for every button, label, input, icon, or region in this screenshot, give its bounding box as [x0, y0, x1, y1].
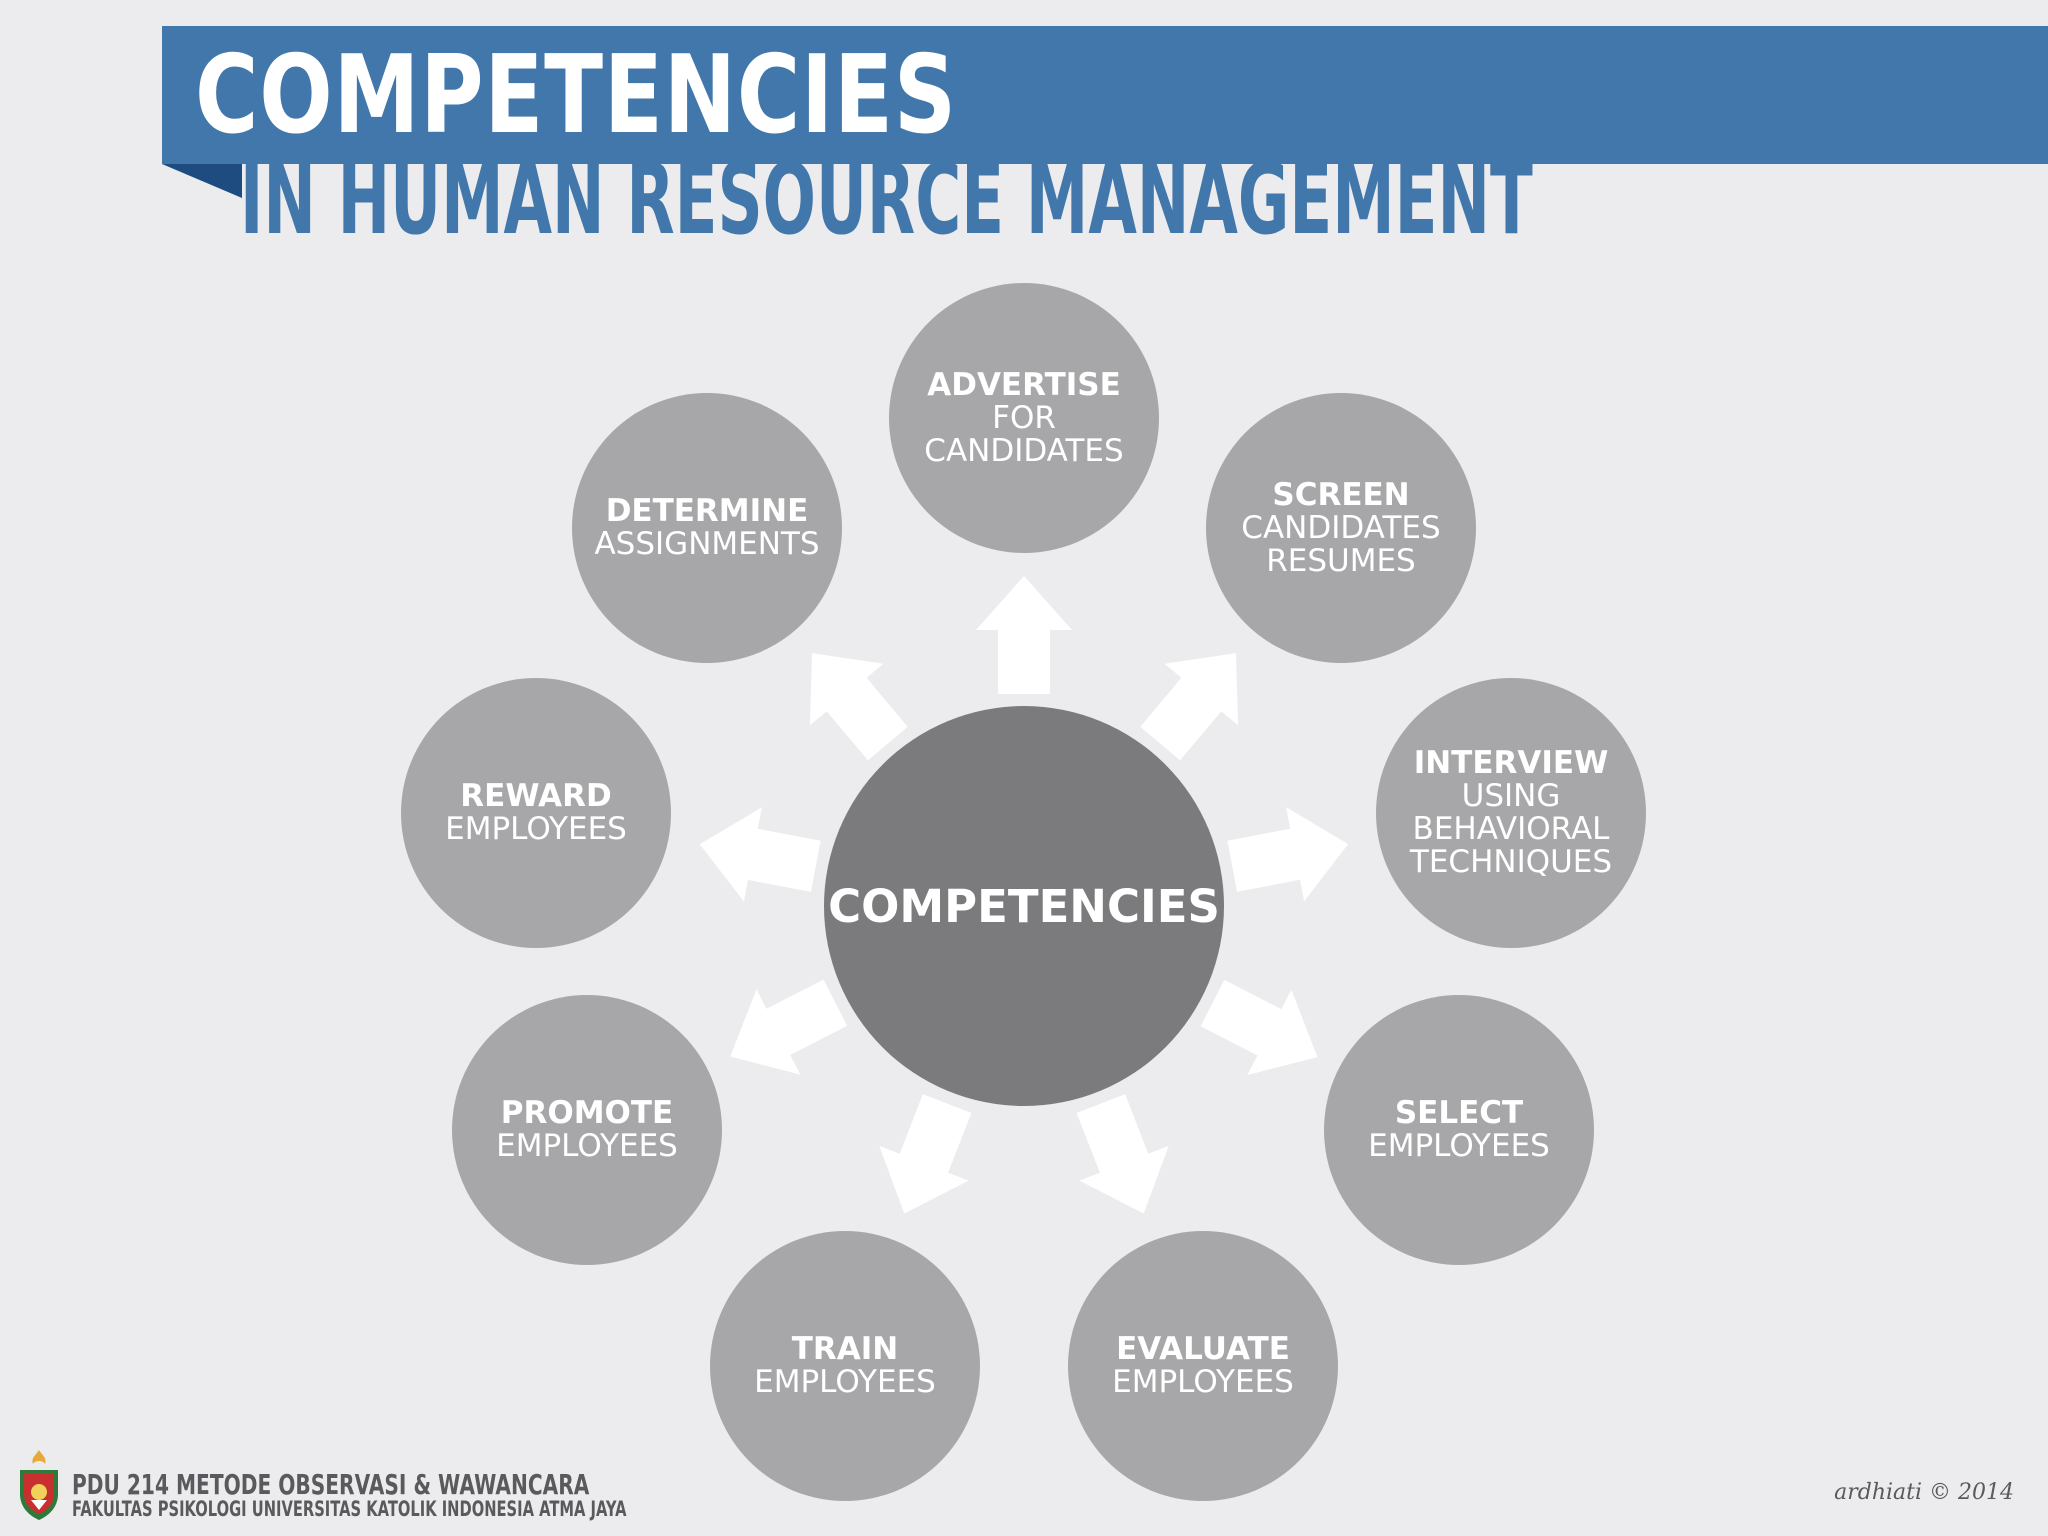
- node-reward-title: REWARD: [460, 778, 612, 814]
- node-determine-title: DETERMINE: [605, 493, 809, 529]
- arrow-to-interview: [1227, 807, 1349, 902]
- arrow-to-screen: [1140, 653, 1239, 761]
- node-evaluate-line: EMPLOYEES: [1112, 1364, 1294, 1400]
- center-circle: COMPETENCIES: [824, 706, 1224, 1106]
- node-advertise-line: FOR: [992, 399, 1056, 436]
- node-advertise-line: CANDIDATES: [924, 432, 1124, 469]
- node-interview-title: INTERVIEW: [1413, 745, 1609, 781]
- node-screen-line: RESUMES: [1266, 542, 1416, 579]
- footer-credit: ardhiati © 2014: [1834, 1480, 2014, 1505]
- university-crest-icon: [20, 1450, 58, 1520]
- node-interview-line: TECHNIQUES: [1409, 844, 1613, 880]
- arrow-to-advertise: [976, 576, 1072, 694]
- arrow-to-select: [1200, 979, 1318, 1075]
- footer-faculty: FAKULTAS PSIKOLOGI UNIVERSITAS KATOLIK I…: [72, 1497, 627, 1521]
- node-train-line: EMPLOYEES: [754, 1364, 936, 1400]
- node-promote-line: EMPLOYEES: [496, 1128, 678, 1164]
- node-screen-line: CANDIDATES: [1241, 509, 1441, 546]
- node-train-title: TRAIN: [791, 1331, 899, 1367]
- arrow-to-reward: [699, 807, 821, 902]
- page-title: COMPETENCIES: [195, 33, 957, 158]
- node-select-line: EMPLOYEES: [1368, 1128, 1550, 1164]
- footer-course: PDU 214 METODE OBSERVASI & WAWANCARA: [72, 1468, 590, 1501]
- arrow-to-promote: [730, 979, 848, 1075]
- node-evaluate-title: EVALUATE: [1116, 1331, 1290, 1367]
- node-promote-title: PROMOTE: [500, 1095, 674, 1131]
- arrow-to-evaluate: [1076, 1094, 1169, 1214]
- node-advertise-title: ADVERTISE: [927, 366, 1121, 403]
- node-reward-line: EMPLOYEES: [445, 811, 627, 847]
- node-interview-line: USING: [1461, 778, 1561, 814]
- node-screen-title: SCREEN: [1272, 476, 1410, 513]
- title-banner: [162, 26, 2048, 164]
- node-determine-line: ASSIGNMENTS: [594, 526, 820, 562]
- banner-fold: [162, 164, 242, 198]
- center-label: COMPETENCIES: [828, 879, 1220, 933]
- page-subtitle: IN HUMAN RESOURCE MANAGEMENT: [240, 143, 1533, 257]
- arrow-group: [699, 576, 1349, 1214]
- arrow-to-train: [879, 1094, 972, 1214]
- node-interview-line: BEHAVIORAL: [1412, 811, 1610, 847]
- arrow-to-determine: [809, 653, 908, 761]
- node-select-title: SELECT: [1394, 1095, 1524, 1131]
